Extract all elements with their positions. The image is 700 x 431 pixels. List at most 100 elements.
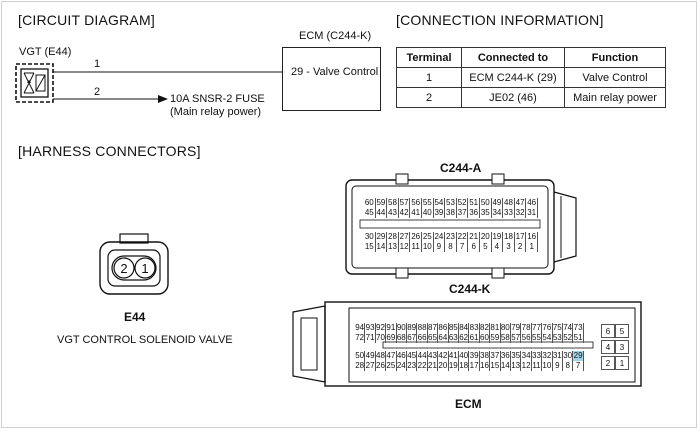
e44-description: VGT CONTROL SOLENOID VALVE bbox=[57, 334, 233, 346]
connector-pin: 94 bbox=[355, 323, 366, 333]
connector-pin: 41 bbox=[448, 351, 459, 361]
connector-pin: 21 bbox=[469, 232, 480, 242]
connector-pin: 90 bbox=[396, 323, 407, 333]
connector-pin: 55 bbox=[532, 333, 543, 343]
connector-pin: 20 bbox=[480, 232, 492, 242]
col-header-connected: Connected to bbox=[461, 47, 565, 68]
connector-pin: 64 bbox=[438, 333, 449, 343]
connector-pin: 52 bbox=[563, 333, 574, 343]
connector-pin: 2 bbox=[601, 356, 615, 370]
connector-pin: 43 bbox=[428, 351, 439, 361]
circuit-heading: [CIRCUIT DIAGRAM] bbox=[18, 12, 155, 28]
connector-pin: 33 bbox=[504, 208, 515, 218]
connector-pin: 41 bbox=[411, 208, 422, 218]
col-header-terminal: Terminal bbox=[396, 47, 462, 68]
fuse-sub-label: (Main relay power) bbox=[170, 106, 262, 118]
connector-pin: 50 bbox=[355, 351, 366, 361]
table-cell: 1 bbox=[396, 67, 462, 88]
connector-pin: 57 bbox=[511, 333, 522, 343]
connector-pin: 47 bbox=[386, 351, 397, 361]
connector-pin: 10 bbox=[422, 242, 434, 252]
connector-pin: 78 bbox=[521, 323, 532, 333]
connector-pin: 33 bbox=[532, 351, 543, 361]
e44-connector bbox=[99, 233, 169, 295]
connector-pin: 38 bbox=[480, 351, 491, 361]
connector-pin: 29 bbox=[573, 351, 584, 361]
connector-pin: 4 bbox=[492, 242, 504, 252]
connector-pin: 21 bbox=[428, 361, 439, 371]
connector-pin: 43 bbox=[388, 208, 399, 218]
connector-pin: 85 bbox=[448, 323, 459, 333]
connector-pin: 11 bbox=[532, 361, 543, 371]
connector-pin: 48 bbox=[376, 351, 387, 361]
connector-pin: 34 bbox=[492, 208, 504, 218]
pin2-label: 2 bbox=[94, 86, 101, 98]
connector-pin: 3 bbox=[503, 242, 515, 252]
connector-pin: 29 bbox=[376, 232, 388, 242]
connector-pin: 69 bbox=[386, 333, 397, 343]
connector-pin: 39 bbox=[434, 208, 446, 218]
connector-pin: 34 bbox=[521, 351, 532, 361]
connector-pin: 54 bbox=[434, 198, 446, 208]
connector-pin: 61 bbox=[469, 333, 480, 343]
connector-pin: 9 bbox=[553, 361, 563, 371]
pin1-label: 1 bbox=[94, 58, 101, 70]
col-header-function: Function bbox=[564, 47, 666, 68]
connector-pin: 58 bbox=[388, 198, 399, 208]
connector-pin: 15 bbox=[490, 361, 501, 371]
fuse-label: 10A SNSR-2 FUSE bbox=[170, 93, 265, 105]
connector-pin: 52 bbox=[457, 198, 469, 208]
table-cell: Main relay power bbox=[564, 87, 666, 108]
connector-pin: 9 bbox=[434, 242, 446, 252]
connector-pin: 86 bbox=[438, 323, 449, 333]
connector-pin: 31 bbox=[552, 351, 563, 361]
connector-pin: 56 bbox=[521, 333, 532, 343]
connector-pin: 3 bbox=[615, 340, 629, 354]
connector-pin: 50 bbox=[480, 198, 492, 208]
connector-pin: 88 bbox=[417, 323, 428, 333]
table-cell: Valve Control bbox=[564, 67, 666, 88]
connector-pin: 46 bbox=[396, 351, 407, 361]
connector-pin: 66 bbox=[417, 333, 428, 343]
connector-pin: 31 bbox=[527, 208, 538, 218]
connector-pin: 71 bbox=[365, 333, 376, 343]
connector-pin: 77 bbox=[532, 323, 543, 333]
connector-pin: 72 bbox=[355, 333, 366, 343]
connector-pin: 84 bbox=[459, 323, 470, 333]
connector-pin: 48 bbox=[504, 198, 515, 208]
connector-pin: 36 bbox=[500, 351, 511, 361]
connector-pin: 93 bbox=[365, 323, 376, 333]
connector-pin: 54 bbox=[542, 333, 553, 343]
vgt-label: VGT (E44) bbox=[19, 46, 72, 58]
connector-pin: 59 bbox=[376, 198, 388, 208]
connector-pin: 6 bbox=[601, 324, 615, 338]
connector-pin: 46 bbox=[527, 198, 538, 208]
connector-pin: 30 bbox=[364, 232, 376, 242]
connector-pin: 87 bbox=[428, 323, 439, 333]
table-row: 2 JE02 (46) Main relay power bbox=[396, 87, 666, 108]
table-cell: JE02 (46) bbox=[461, 87, 565, 108]
connector-pin: 42 bbox=[438, 351, 449, 361]
connector-pin: 51 bbox=[469, 198, 480, 208]
connector-pin: 53 bbox=[446, 198, 457, 208]
connector-pin: 20 bbox=[438, 361, 449, 371]
connector-pin: 23 bbox=[446, 232, 457, 242]
connector-pin: 25 bbox=[422, 232, 434, 242]
connector-pin: 13 bbox=[388, 242, 399, 252]
connector-pin: 35 bbox=[511, 351, 522, 361]
connector-pin: 30 bbox=[563, 351, 574, 361]
connector-pin: 5 bbox=[615, 324, 629, 338]
connector-pin: 15 bbox=[364, 242, 376, 252]
connector-pin: 49 bbox=[365, 351, 376, 361]
connector-pin: 17 bbox=[469, 361, 480, 371]
connector-pin: 17 bbox=[515, 232, 527, 242]
connector-pin: 45 bbox=[407, 351, 418, 361]
ecm-connector-label: ECM bbox=[455, 397, 482, 411]
connector-pin: 19 bbox=[448, 361, 459, 371]
connector-pin: 16 bbox=[527, 232, 538, 242]
connector-pin: 57 bbox=[399, 198, 411, 208]
connector-pin: 49 bbox=[492, 198, 504, 208]
connector-pin: 6 bbox=[468, 242, 480, 252]
connector-pin: 73 bbox=[573, 323, 584, 333]
connector-pin: 22 bbox=[457, 232, 469, 242]
